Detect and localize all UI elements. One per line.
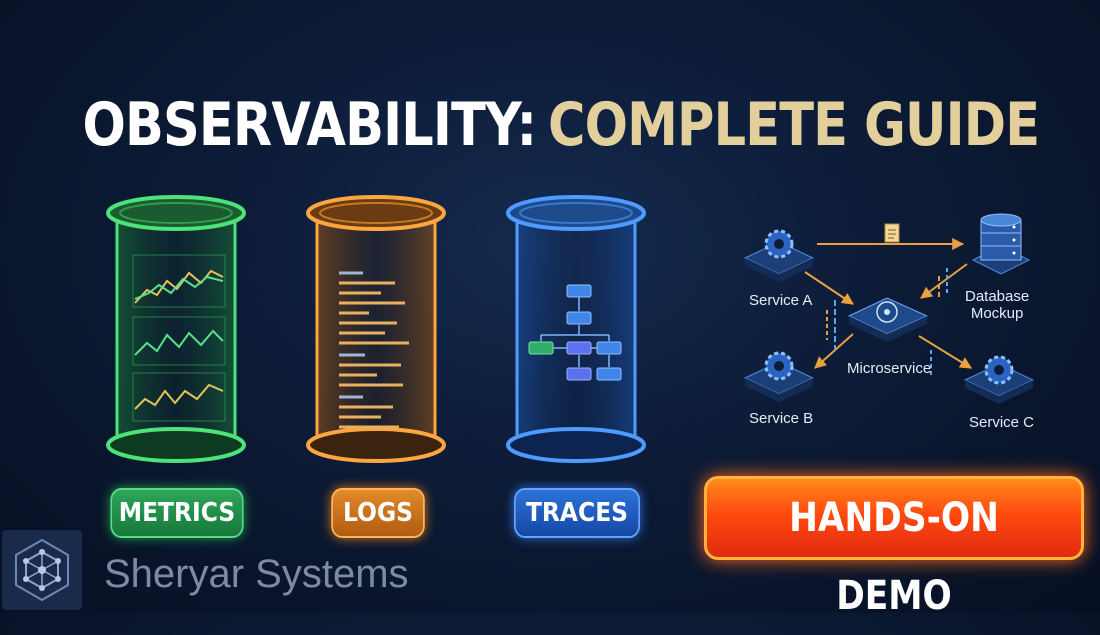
logs-cylinder-icon <box>305 195 447 470</box>
service-a-gear-icon <box>743 229 815 282</box>
service-b-gear-icon <box>743 351 815 402</box>
microservice-icon <box>847 297 929 342</box>
brand-name: Sheryar Systems <box>104 552 409 596</box>
title-part-1: OBSERVABILITY: <box>82 90 538 160</box>
metrics-label: METRICS <box>110 488 244 538</box>
service-a-label: Service A <box>749 292 813 309</box>
microservice-label: Microservice <box>847 360 932 377</box>
title-part-2: COMPLETE GUIDE <box>548 90 1040 160</box>
service-c-label: Service C <box>969 414 1035 431</box>
traces-label: TRACES <box>514 488 640 538</box>
traces-cylinder-icon <box>505 195 647 470</box>
service-c-gear-icon <box>963 355 1035 404</box>
hands-on-demo-banner: HANDS-ON DEMO <box>704 476 1084 619</box>
architecture-diagram: Service A Database Mockup Microservice S… <box>735 200 1100 450</box>
network-logo-icon <box>2 530 82 610</box>
service-b-label: Service B <box>749 410 814 427</box>
demo-label: HANDS-ON DEMO <box>789 495 999 619</box>
database-label: Database Mockup <box>965 288 1030 322</box>
database-icon <box>971 213 1031 275</box>
document-icon <box>884 223 900 243</box>
metrics-cylinder-icon <box>105 195 247 470</box>
page-title: OBSERVABILITY:COMPLETE GUIDE <box>82 80 1041 170</box>
logs-label: LOGS <box>331 488 425 538</box>
